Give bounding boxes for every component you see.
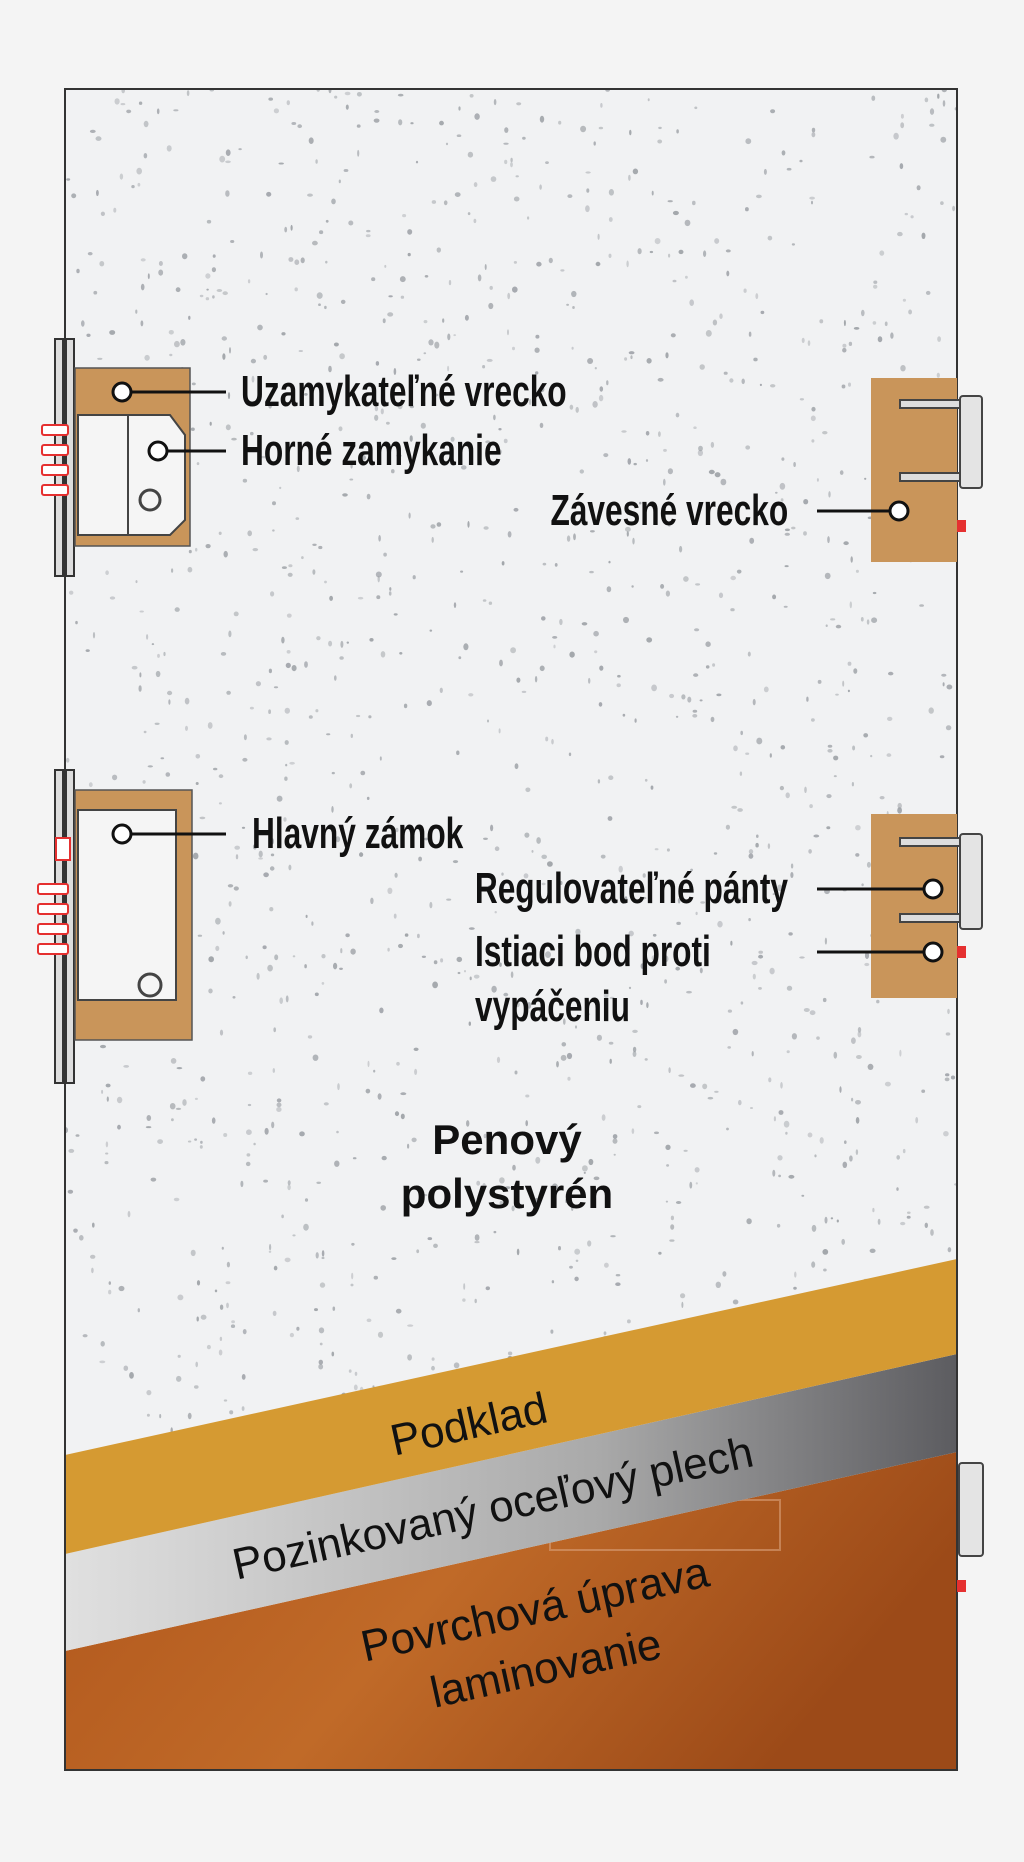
callouts <box>111 381 944 963</box>
label-adjustable-hinges: Regulovateľné pánty <box>474 864 788 913</box>
primer-layer <box>65 1259 957 1554</box>
label-top-locking: Horné zamykanie <box>241 426 502 475</box>
label-anti-pry-point: Istiaci bod proti <box>475 927 711 976</box>
label-anti-pry-point-2: vypáčeniu <box>475 982 630 1031</box>
hinge-pocket-top <box>871 378 983 562</box>
label-foam-2: polystyrén <box>400 1170 614 1217</box>
label-hinge-pocket: Závesné vrecko <box>550 486 788 535</box>
label-main-lock: Hlavný zámok <box>252 809 464 858</box>
laminate-layer <box>65 1452 957 1770</box>
main-lock <box>37 769 193 1084</box>
steel-layer <box>65 1354 957 1651</box>
hinge-bottom <box>957 1462 984 1592</box>
foam-texture <box>65 89 957 1491</box>
label-lockable-pocket: Uzamykateľné vrecko <box>241 367 567 416</box>
label-foam: Penový <box>432 1116 582 1163</box>
hinge-pocket-middle <box>871 814 983 998</box>
